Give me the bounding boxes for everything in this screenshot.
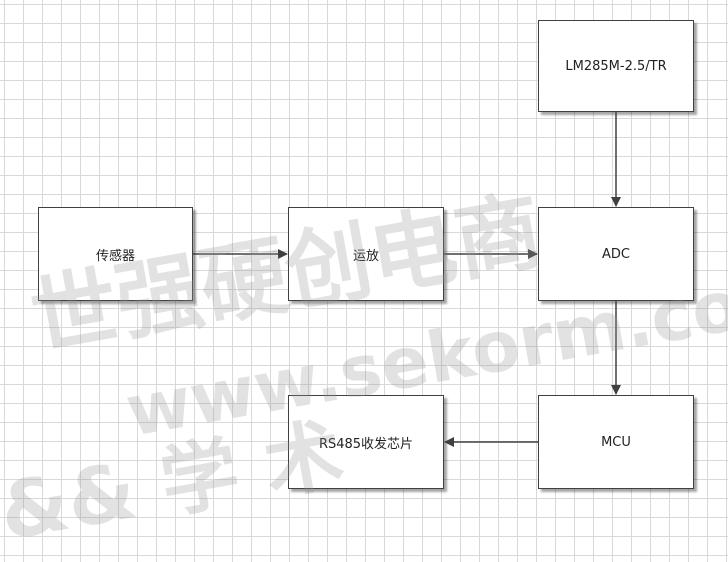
rs485-transceiver-label: RS485收发芯片 xyxy=(318,436,414,452)
mcu-label: MCU xyxy=(601,434,631,450)
adc-label: ADC xyxy=(602,246,630,262)
adc-block: ADC xyxy=(538,207,694,301)
diagram-canvas: 传感器 运放 ADC LM285M-2.5/TR MCU RS485收发芯片 世… xyxy=(0,20,728,558)
mcu-block: MCU xyxy=(538,395,694,489)
amplifier-block: 运放 xyxy=(288,207,444,301)
voltage-reference-block: LM285M-2.5/TR xyxy=(538,20,694,112)
amplifier-label: 运放 xyxy=(352,248,379,264)
sensor-block: 传感器 xyxy=(38,207,193,301)
voltage-reference-label: LM285M-2.5/TR xyxy=(565,58,667,74)
connector-arrows xyxy=(193,112,621,447)
sensor-label: 传感器 xyxy=(95,248,135,264)
rs485-transceiver-block: RS485收发芯片 xyxy=(288,395,444,489)
